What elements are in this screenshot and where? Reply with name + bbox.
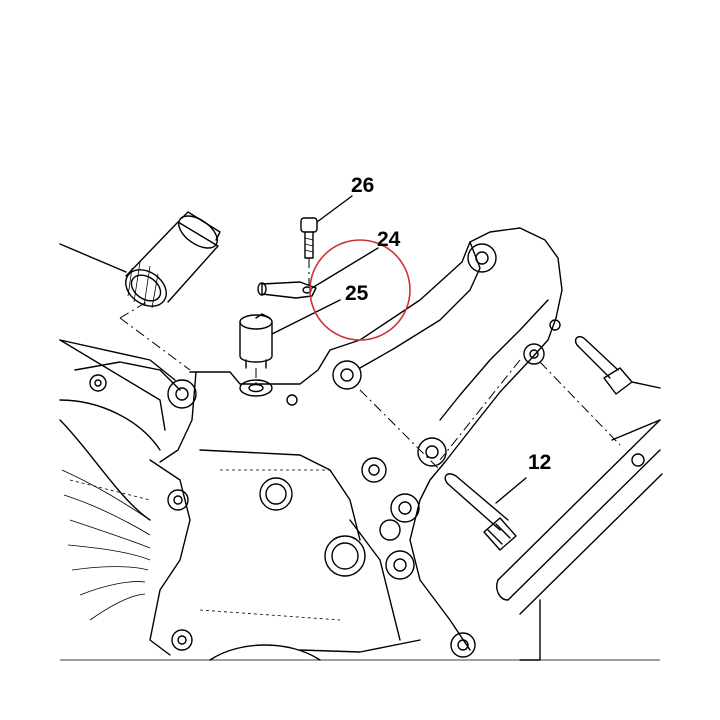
callout-24: 24 xyxy=(377,228,401,251)
mounting-holes xyxy=(89,243,561,658)
part-25-sensor xyxy=(239,299,341,386)
part-24-bracket xyxy=(257,247,379,299)
callout-25: 25 xyxy=(345,282,369,305)
bushing-part xyxy=(59,211,221,371)
crankcase-body xyxy=(59,227,563,661)
highlight-circle xyxy=(309,239,411,341)
callout-12: 12 xyxy=(528,451,551,474)
side-cover-gasket xyxy=(496,419,663,661)
callout-26: 26 xyxy=(351,174,374,197)
part-26-screw xyxy=(300,195,353,285)
part-12-bolts xyxy=(359,336,661,551)
